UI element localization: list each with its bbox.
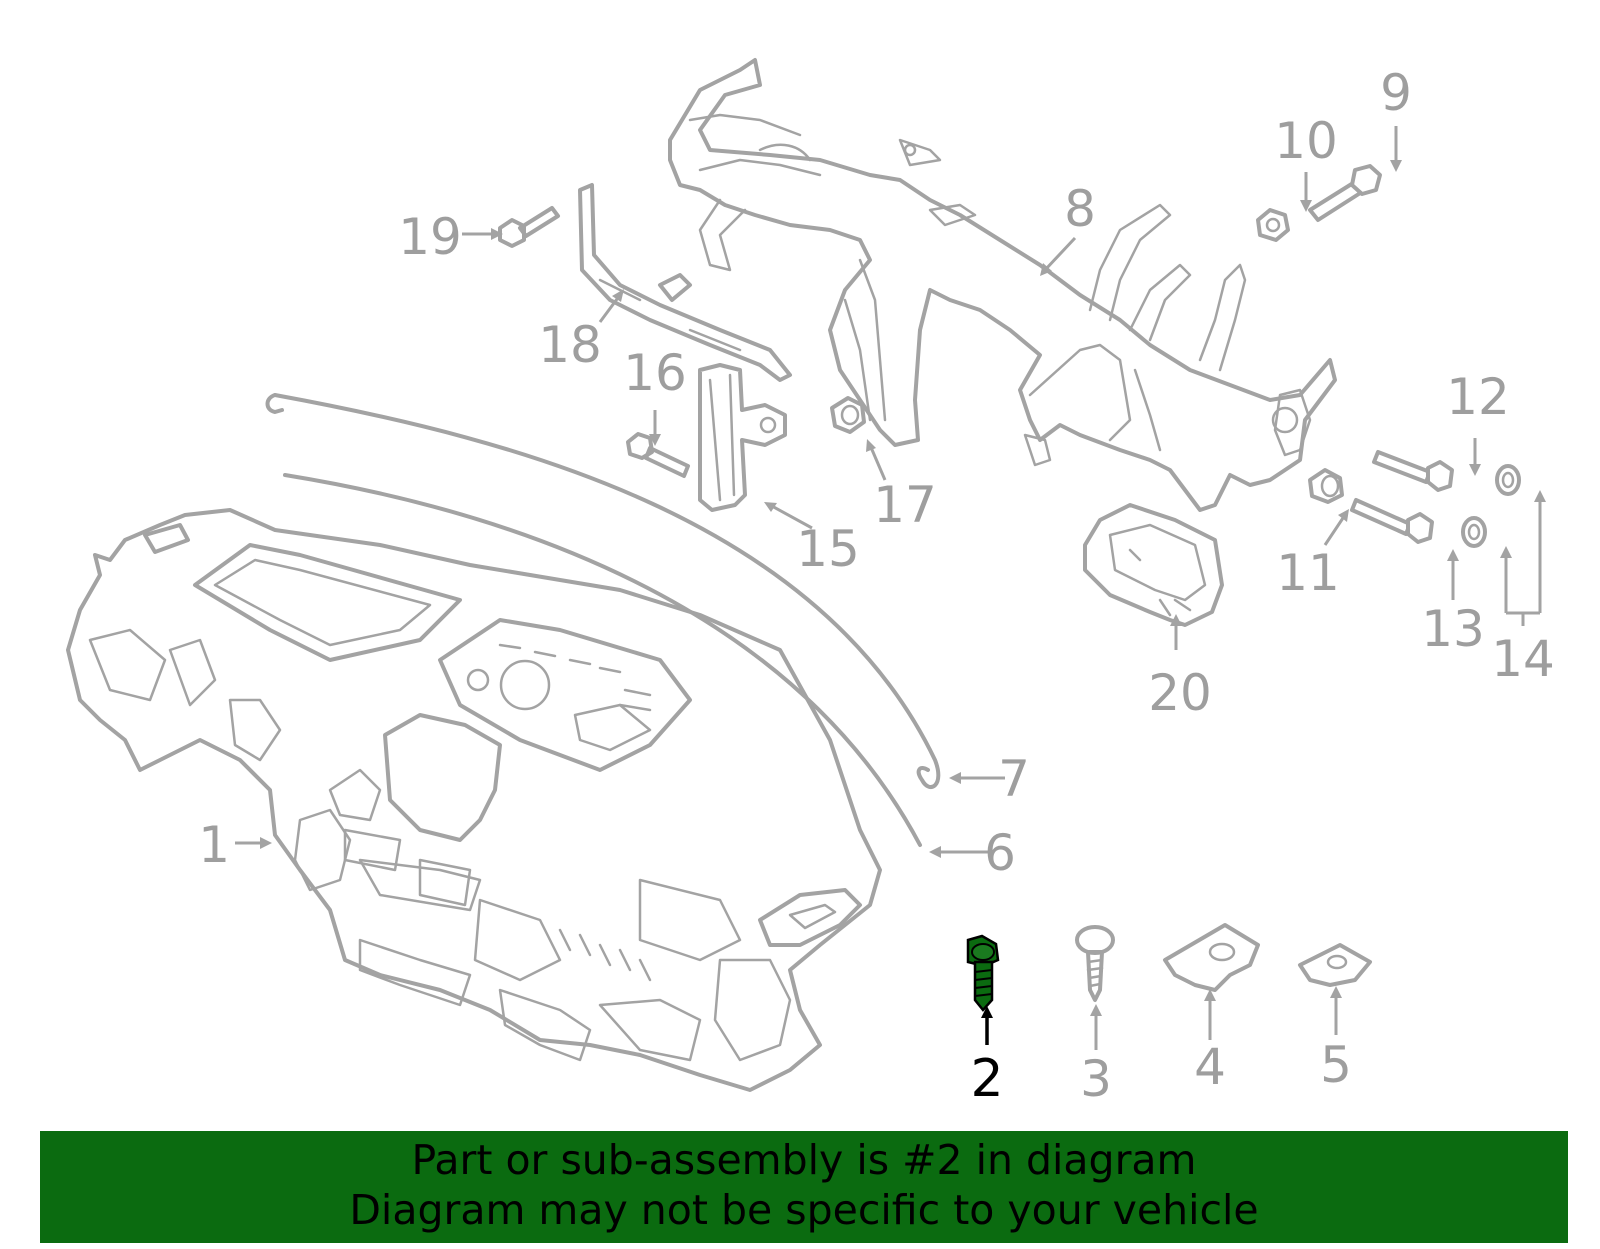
callout-14[interactable]: 14 xyxy=(1491,630,1555,688)
part-19-bolt[interactable] xyxy=(498,206,560,248)
part-3-screw[interactable] xyxy=(1075,925,1115,1002)
part-4-clip[interactable] xyxy=(1163,923,1260,992)
part-15-bracket[interactable] xyxy=(698,363,787,512)
callout-4[interactable]: 4 xyxy=(1194,1038,1226,1096)
part-14-washers[interactable] xyxy=(1461,464,1521,548)
callout-13[interactable]: 13 xyxy=(1421,600,1485,658)
banner-line-disclaimer: Diagram may not be specific to your vehi… xyxy=(349,1186,1259,1234)
part-20-air-bag-module[interactable] xyxy=(1083,503,1224,627)
part-5-clip[interactable] xyxy=(1298,943,1372,987)
part-6-seal-strip[interactable] xyxy=(283,473,922,847)
callout-19[interactable]: 19 xyxy=(398,208,462,266)
callout-1[interactable]: 1 xyxy=(198,816,230,874)
info-banner: Part or sub-assembly is #2 in diagram Di… xyxy=(40,1131,1568,1243)
callout-9[interactable]: 9 xyxy=(1380,64,1412,122)
part-11-nut[interactable] xyxy=(1308,468,1344,504)
callout-17[interactable]: 17 xyxy=(873,476,937,534)
banner-line-part: Part or sub-assembly is #2 in diagram xyxy=(411,1136,1197,1184)
callout-12[interactable]: 12 xyxy=(1446,368,1510,426)
part-13-bolt[interactable] xyxy=(1350,498,1434,544)
callout-18[interactable]: 18 xyxy=(538,316,602,374)
callout-11[interactable]: 11 xyxy=(1276,544,1340,602)
callout-2[interactable]: 2 xyxy=(970,1049,1003,1109)
callout-20[interactable]: 20 xyxy=(1148,664,1212,722)
callout-7[interactable]: 7 xyxy=(998,750,1030,808)
part-10-clip[interactable] xyxy=(1256,208,1290,242)
part-2-bolt-highlighted[interactable] xyxy=(966,934,1000,1012)
part-7-seal-strip[interactable] xyxy=(265,393,941,789)
part-18-brace[interactable] xyxy=(578,183,792,382)
callout-3[interactable]: 3 xyxy=(1080,1050,1112,1108)
callout-15[interactable]: 15 xyxy=(796,520,860,578)
part-16-bolt[interactable] xyxy=(626,432,690,478)
callout-6[interactable]: 6 xyxy=(984,824,1016,882)
part-1-instrument-panel[interactable] xyxy=(66,508,882,1092)
callout-labels: 1 2 3 4 5 6 7 8 9 10 11 12 13 14 15 16 1… xyxy=(198,64,1555,1109)
part-9-bolt[interactable] xyxy=(1308,164,1382,222)
callout-16[interactable]: 16 xyxy=(623,344,687,402)
callout-10[interactable]: 10 xyxy=(1274,112,1338,170)
part-8-cross-car-beam[interactable] xyxy=(668,58,1337,512)
callout-8[interactable]: 8 xyxy=(1064,180,1096,238)
callout-5[interactable]: 5 xyxy=(1320,1036,1352,1094)
part-12-bolt[interactable] xyxy=(1372,450,1454,492)
part-17-nut[interactable] xyxy=(830,396,866,434)
callout-leaders xyxy=(235,126,1546,1050)
